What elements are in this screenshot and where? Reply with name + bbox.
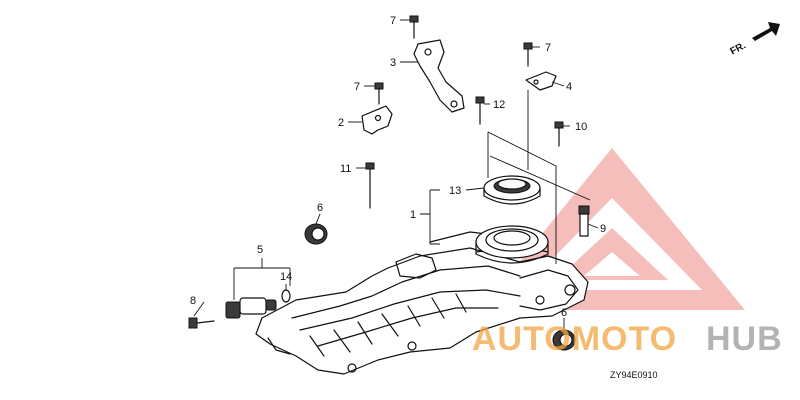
front-direction-indicator: FR. bbox=[728, 22, 780, 58]
bracket-4 bbox=[525, 71, 557, 91]
callout-4: 4 bbox=[566, 81, 572, 93]
callout-2: 2 bbox=[338, 117, 344, 129]
callout-labels: 1 2 3 4 5 6 6 7 7 7 8 9 10 11 12 13 14 bbox=[190, 15, 606, 319]
callout-13: 13 bbox=[449, 185, 461, 197]
bolt-9 bbox=[578, 205, 590, 237]
bracket-3 bbox=[413, 39, 465, 113]
direction-label: FR. bbox=[728, 40, 748, 57]
callout-7-top: 7 bbox=[390, 15, 396, 27]
callout-3: 3 bbox=[390, 57, 396, 69]
callout-6-left: 6 bbox=[317, 202, 323, 214]
bolt-7-top bbox=[409, 15, 419, 39]
bolt-7-left bbox=[374, 82, 384, 105]
grommet-6-left bbox=[304, 223, 328, 245]
watermark-text: AUTOMOTO HUB bbox=[472, 320, 783, 358]
bolt-12 bbox=[475, 96, 485, 125]
callout-1: 1 bbox=[410, 209, 416, 221]
manifold-plate bbox=[255, 231, 589, 375]
bolt-11 bbox=[365, 162, 375, 209]
bolt-8 bbox=[188, 317, 215, 329]
arrow-icon bbox=[752, 22, 780, 41]
callout-7-right: 7 bbox=[545, 42, 551, 54]
callout-8: 8 bbox=[190, 295, 196, 307]
callout-14: 14 bbox=[280, 271, 292, 283]
callout-5: 5 bbox=[257, 244, 263, 256]
bolt-10 bbox=[554, 121, 564, 147]
seal-ring-13 bbox=[483, 175, 541, 205]
callout-7-left: 7 bbox=[354, 81, 360, 93]
leader-lines bbox=[193, 19, 599, 330]
callout-11: 11 bbox=[340, 163, 351, 175]
grommet-6-right bbox=[552, 329, 576, 351]
bolt-7-right bbox=[523, 42, 533, 67]
watermark-text-orange: AUTOMOTO bbox=[472, 320, 677, 358]
sensor-5 bbox=[225, 297, 277, 319]
bracket-2 bbox=[361, 105, 393, 135]
callout-9: 9 bbox=[600, 223, 606, 235]
diagram-code: ZY94E0910 bbox=[610, 370, 658, 380]
callout-12: 12 bbox=[493, 99, 505, 111]
o-ring-14 bbox=[281, 289, 291, 303]
throttle-housing bbox=[475, 225, 549, 264]
callout-10: 10 bbox=[575, 121, 587, 133]
callout-6-right: 6 bbox=[561, 307, 567, 319]
watermark-text-gray: HUB bbox=[706, 320, 783, 358]
